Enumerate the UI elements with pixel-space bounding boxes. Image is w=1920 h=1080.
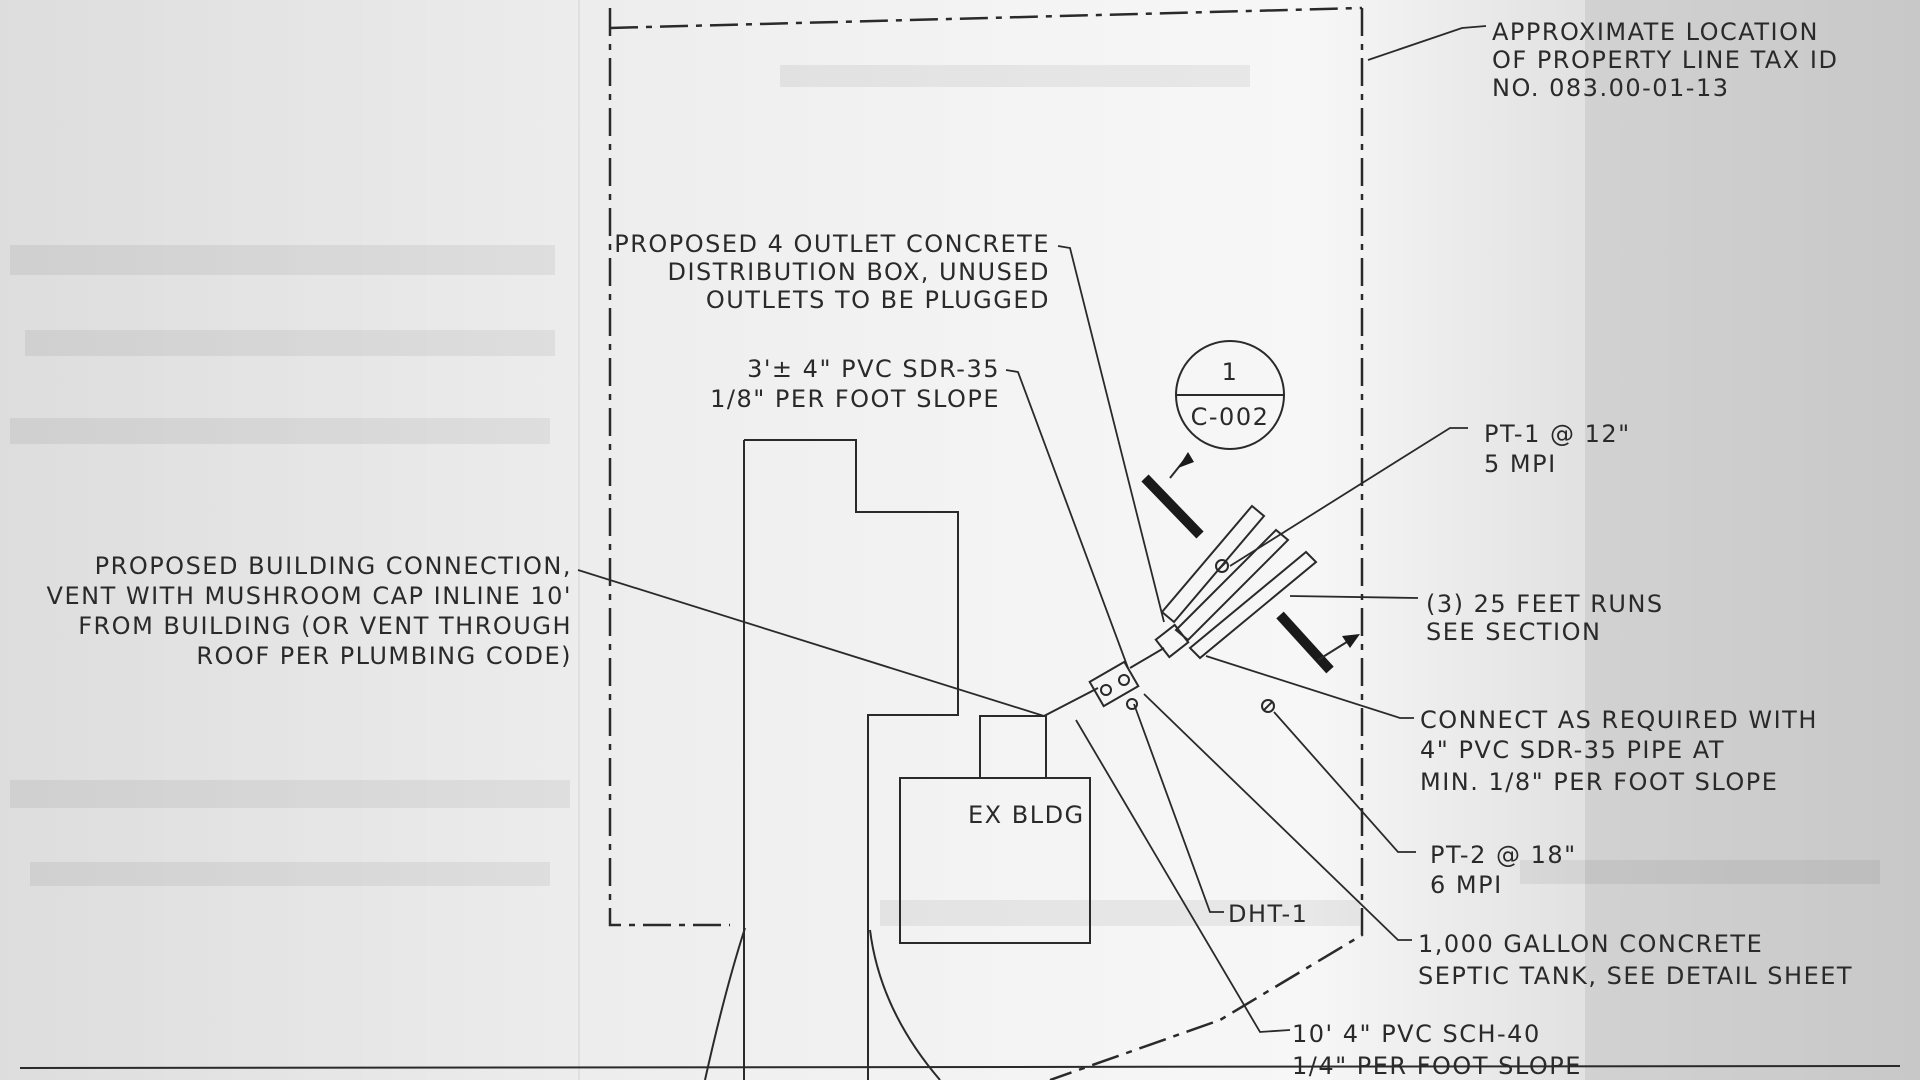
pt1-text-1: PT-1 @ 12" [1484, 420, 1631, 448]
runs-note: (3) 25 FEET RUNS SEE SECTION [1426, 590, 1664, 646]
pt1-note: PT-1 @ 12" 5 MPI [1484, 420, 1631, 478]
dht-label: DHT-1 [1228, 900, 1308, 928]
property-line-text-1: APPROXIMATE LOCATION [1492, 18, 1819, 46]
leader-lines [577, 25, 1487, 1033]
pt2-note: PT-2 @ 18" 6 MPI [1430, 841, 1577, 899]
septic-tank-text-1: 1,000 GALLON CONCRETE [1418, 930, 1763, 958]
building-sewer-pipe [1043, 647, 1165, 717]
driveway-edge [704, 927, 941, 1080]
property-line-text-3: NO. 083.00-01-13 [1492, 74, 1730, 102]
existing-building-connector [979, 715, 1047, 778]
septic-tank [1088, 660, 1140, 710]
pvc-sch40-note: 10' 4" PVC SCH-40 1/4" PER FOOT SLOPE [1292, 1020, 1582, 1080]
percolation-test-symbol-icon [1215, 559, 1275, 713]
distribution-box-text-2: DISTRIBUTION BOX, UNUSED [667, 258, 1050, 286]
building-connection-text-1: PROPOSED BUILDING CONNECTION, [95, 552, 572, 580]
building-connection-text-2: VENT WITH MUSHROOM CAP INLINE 10' [47, 582, 572, 610]
connect-note: CONNECT AS REQUIRED WITH 4" PVC SDR-35 P… [1420, 706, 1818, 796]
pt2-text-1: PT-2 @ 18" [1430, 841, 1577, 869]
distribution-box-note: PROPOSED 4 OUTLET CONCRETE DISTRIBUTION … [614, 230, 1050, 314]
building-connection-text-3: FROM BUILDING (OR VENT THROUGH [78, 612, 572, 640]
septic-tank-note: 1,000 GALLON CONCRETE SEPTIC TANK, SEE D… [1418, 930, 1853, 990]
proposed-building-outline [743, 439, 959, 1080]
pvc-sdr35-text-1: 3'± 4" PVC SDR-35 [747, 355, 1000, 383]
building-connection-text-4: ROOF PER PLUMBING CODE) [196, 642, 572, 670]
existing-building-label: EX BLDG [968, 801, 1085, 829]
property-line-note: APPROXIMATE LOCATION OF PROPERTY LINE TA… [1492, 18, 1838, 102]
property-line [608, 6, 1364, 1080]
section-cut-arrow-icon [1141, 452, 1360, 674]
pvc-sdr35-note: 3'± 4" PVC SDR-35 1/8" PER FOOT SLOPE [710, 355, 1000, 413]
pt1-text-2: 5 MPI [1484, 450, 1557, 478]
connect-text-1: CONNECT AS REQUIRED WITH [1420, 706, 1818, 734]
septic-tank-text-2: SEPTIC TANK, SEE DETAIL SHEET [1418, 962, 1853, 990]
section-callout-text: 1 C-002 [1191, 358, 1270, 431]
connect-text-2: 4" PVC SDR-35 PIPE AT [1420, 736, 1725, 764]
pt2-text-2: 6 MPI [1430, 871, 1503, 899]
distribution-box-text-1: PROPOSED 4 OUTLET CONCRETE [614, 230, 1050, 258]
pvc-sch40-text-2: 1/4" PER FOOT SLOPE [1292, 1052, 1582, 1080]
building-connection-note: PROPOSED BUILDING CONNECTION, VENT WITH … [47, 552, 572, 670]
pvc-sch40-text-1: 10' 4" PVC SCH-40 [1292, 1020, 1541, 1048]
section-sheet: C-002 [1191, 403, 1270, 431]
sheet-border-line [19, 1065, 1901, 1069]
runs-text-1: (3) 25 FEET RUNS [1426, 590, 1664, 618]
connect-text-3: MIN. 1/8" PER FOOT SLOPE [1420, 768, 1778, 796]
bleed-through-marks [10, 65, 1880, 926]
property-line-text-2: OF PROPERTY LINE TAX ID [1492, 46, 1838, 74]
distribution-box-text-3: OUTLETS TO BE PLUGGED [706, 286, 1050, 314]
section-number: 1 [1222, 358, 1239, 386]
existing-building [899, 777, 1091, 944]
section-callout-circle-icon [1175, 340, 1285, 450]
distribution-box [1154, 623, 1190, 659]
pvc-sdr35-text-2: 1/8" PER FOOT SLOPE [710, 385, 1000, 413]
runs-text-2: SEE SECTION [1426, 618, 1601, 646]
